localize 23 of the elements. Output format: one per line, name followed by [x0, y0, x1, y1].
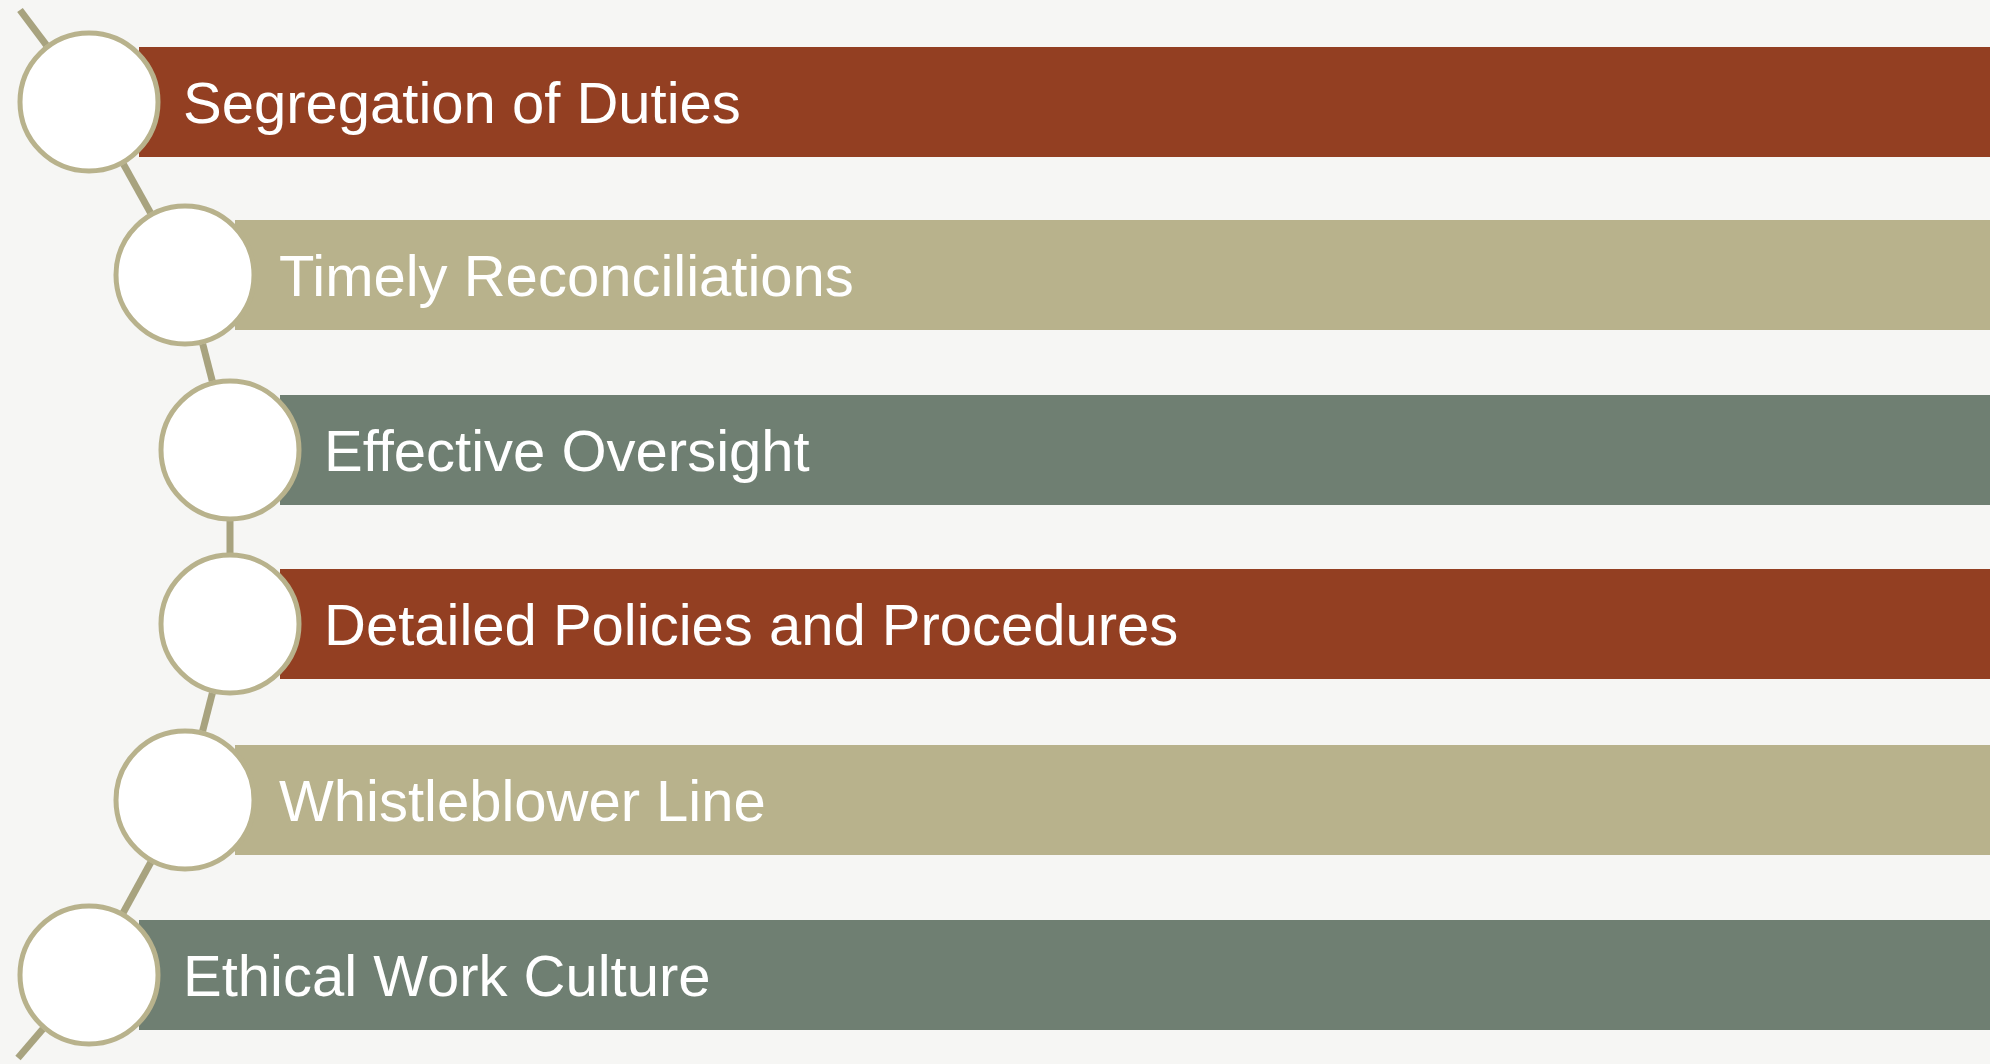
- list-bar: [139, 47, 1990, 157]
- connector-line: [120, 860, 154, 915]
- item-label: Timely Reconciliations: [279, 241, 854, 309]
- item-label: Whistleblower Line: [279, 766, 766, 834]
- circle-marker: [17, 903, 161, 1047]
- item-label: Ethical Work Culture: [183, 941, 711, 1009]
- list-bar: [280, 569, 1990, 679]
- list-bar: [235, 220, 1990, 330]
- connector-line: [226, 521, 234, 553]
- circle-marker: [158, 552, 302, 696]
- connector-line: [120, 162, 154, 215]
- list-bar: [280, 395, 1990, 505]
- circle-marker: [17, 30, 161, 174]
- connector-line: [17, 7, 50, 48]
- item-label: Effective Oversight: [324, 416, 810, 484]
- item-label: Segregation of Duties: [183, 68, 741, 136]
- connector-line: [199, 342, 216, 383]
- item-label: Detailed Policies and Procedures: [324, 590, 1179, 658]
- circle-marker: [158, 378, 302, 522]
- connector-line: [199, 691, 216, 733]
- list-bar: [139, 920, 1990, 1030]
- list-bar: [235, 745, 1990, 855]
- connector-line: [15, 1026, 46, 1061]
